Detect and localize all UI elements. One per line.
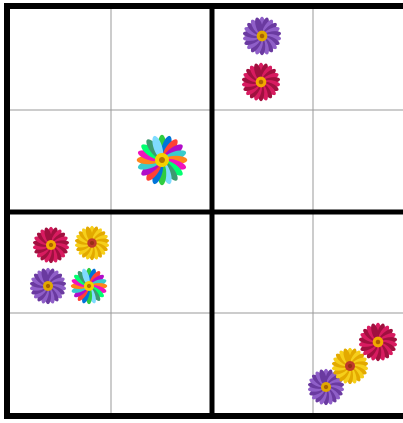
sudoku-cell-r3-c2[interactable] [212,313,313,414]
sudoku-cell-r2-c2[interactable] [212,212,313,313]
sudoku-cell-r2-c1[interactable] [111,212,212,313]
sudoku-cell-r1-c2[interactable] [212,110,313,212]
sudoku-cell-r0-c3[interactable] [313,9,403,110]
sudoku-cell-r1-c0[interactable] [10,110,111,212]
sudoku-cell-r0-c0[interactable] [10,9,111,110]
sudoku-cell-r2-c3[interactable] [313,212,403,313]
sudoku-cell-r3-c0[interactable] [10,313,111,414]
sudoku-cell-r1-c3[interactable] [313,110,403,212]
sudoku-cell-r3-c1[interactable] [111,313,212,414]
sudoku-cell-r0-c1[interactable] [111,9,212,110]
